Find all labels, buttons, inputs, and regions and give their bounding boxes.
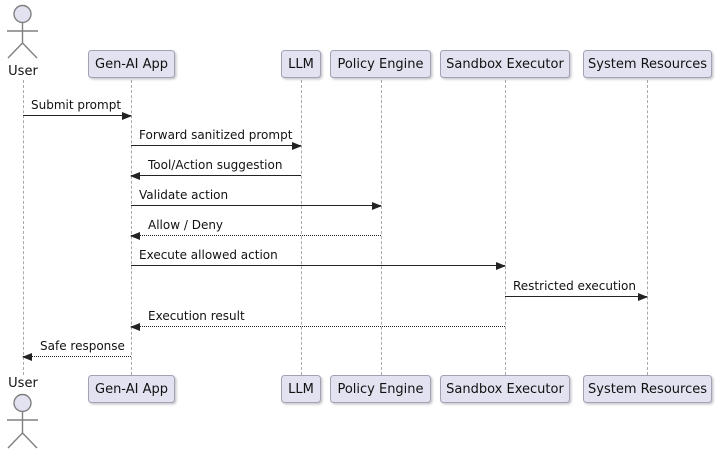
message-line [131,175,301,176]
message-label: Execute allowed action [139,248,278,262]
arrowhead [292,142,302,150]
actor-label-top: User [8,64,38,79]
message-label: Submit prompt [31,98,122,112]
message-label: Tool/Action suggestion [148,158,283,172]
message-forward-sanitized-prompt: Forward sanitized prompt [131,127,302,150]
arrowhead [130,323,140,331]
participant-system-resources-top: System Resources [583,50,712,78]
lifeline-user [23,80,24,375]
message-label: Forward sanitized prompt [139,128,293,142]
message-execution-result: Execution result [130,308,505,331]
lifeline-policy-engine [381,80,382,375]
participant-system-resources-bottom: System Resources [583,375,712,403]
arrowhead [122,112,132,120]
lifeline-sandbox-executor [505,80,506,375]
participant-policy-engine-top: Policy Engine [330,50,431,78]
message-line [23,115,131,116]
arrowhead [496,262,506,270]
actor-icon [0,3,46,65]
participant-sandbox-executor-top: Sandbox Executor [440,50,570,78]
message-restricted-execution: Restricted execution [505,278,648,301]
message-label: Restricted execution [513,279,636,293]
arrowhead [130,172,140,180]
participant-llm-bottom: LLM [281,375,321,403]
participant-llm-top: LLM [281,50,321,78]
arrowhead [638,293,648,301]
lifeline-system-resources [647,80,648,375]
arrowhead [372,202,382,210]
message-validate-action: Validate action [131,187,382,210]
message-submit-prompt: Submit prompt [23,97,132,120]
message-label: Execution result [148,309,245,323]
message-line [131,235,381,236]
message-label: Safe response [40,339,125,353]
participant-gen-ai-app-top: Gen-AI App [88,50,175,78]
message-label: Allow / Deny [148,218,224,232]
message-line [131,326,505,327]
lifeline-llm [301,80,302,375]
message-label: Validate action [139,188,229,202]
message-line [23,356,131,357]
participant-policy-engine-bottom: Policy Engine [330,375,431,403]
actor-label-bottom: User [8,376,38,391]
participant-gen-ai-app-bottom: Gen-AI App [88,375,175,403]
message-tool-action-suggestion: Tool/Action suggestion [130,157,301,180]
participant-sandbox-executor-bottom: Sandbox Executor [440,375,570,403]
lifeline-gen-ai-app [131,80,132,375]
arrowhead [130,232,140,240]
message-line [505,296,647,297]
message-line [131,145,301,146]
message-safe-response: Safe response [22,338,131,361]
actor-icon [0,391,46,455]
message-line [131,205,381,206]
arrowhead [22,353,32,361]
message-allow-deny: Allow / Deny [130,217,381,240]
message-line [131,265,505,266]
message-execute-allowed-action: Execute allowed action [131,247,506,270]
